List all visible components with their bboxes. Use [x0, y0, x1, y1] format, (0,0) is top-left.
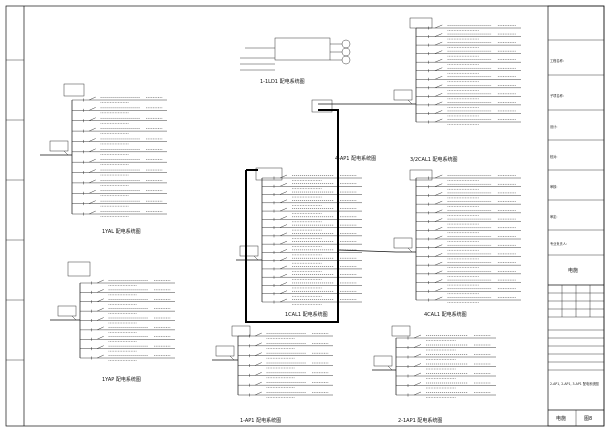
meter-box — [49, 140, 69, 152]
main-panel-boundary — [245, 109, 339, 323]
meter-box — [393, 89, 413, 101]
meter-box — [239, 245, 259, 257]
meter-box — [393, 237, 413, 249]
tie-line — [337, 249, 397, 253]
tb-row-6: 专业负责人: — [550, 241, 567, 246]
tb-row-4: 审核: — [550, 184, 557, 189]
circuit-group-1yal — [40, 96, 167, 217]
margin-ticks — [6, 59, 24, 361]
panel-title-p5: 4CAL1 配电系统图 — [424, 311, 467, 318]
tb-row-2: 设计: — [550, 124, 557, 129]
tb-sheet-code: 电施 — [568, 267, 578, 274]
tb-drawing-title: 2-AP1, 2-AP1, 3-AP1 配电系统图 — [550, 381, 599, 386]
circuit-group-3cal1 — [380, 24, 521, 125]
panel-title-p2: 1YAP 配电系统图 — [102, 376, 141, 383]
panel-title-p9: 4-AP1 配电系统图 — [335, 155, 376, 162]
panel-title-p8: 2-1AP1 配电系统图 — [398, 417, 442, 424]
meter-box — [57, 305, 77, 317]
panel-title-p4: 3/2CAL1 配电系统图 — [410, 156, 458, 163]
circuit-group-1ap1 — [212, 332, 333, 398]
meter-box — [373, 355, 393, 367]
incoming-box — [255, 167, 283, 181]
incoming-box — [231, 325, 251, 337]
incoming-box — [391, 325, 411, 337]
incoming-box — [409, 17, 433, 29]
title-block: 工程名称: 子项名称: 设计: 校对: 审核: 审定: 专业负责人: 电施 2-… — [547, 5, 605, 427]
circuit-group-1yap — [50, 279, 175, 361]
incoming-box — [63, 83, 85, 97]
panel-title-p1: 1YAL 配电系统图 — [102, 228, 141, 235]
tb-row-1: 子项名称: — [550, 93, 564, 98]
tb-row-3: 校对: — [550, 154, 557, 159]
tb-footer-left: 电施 — [556, 415, 566, 422]
tb-row-0: 工程名称: — [550, 58, 564, 63]
incoming-box — [311, 99, 333, 113]
tb-row-5: 审定: — [550, 214, 557, 219]
source-box — [240, 37, 351, 71]
incoming-box — [409, 169, 433, 181]
meter-box — [215, 345, 235, 357]
incoming-box — [67, 261, 91, 277]
panel-title-p7: 1-AP1 配电系统图 — [240, 417, 281, 424]
tb-footer-right: 图8 — [584, 416, 592, 422]
circuit-group-1cal1 — [236, 174, 362, 305]
circuit-group-4cal1 — [393, 174, 521, 303]
circuit-group-2ap1 — [372, 334, 496, 398]
panel-title-p3: 1CAL1 配电系统图 — [285, 311, 328, 318]
panel-title-p6: 1-1LD1 配电系统图 — [260, 78, 305, 85]
